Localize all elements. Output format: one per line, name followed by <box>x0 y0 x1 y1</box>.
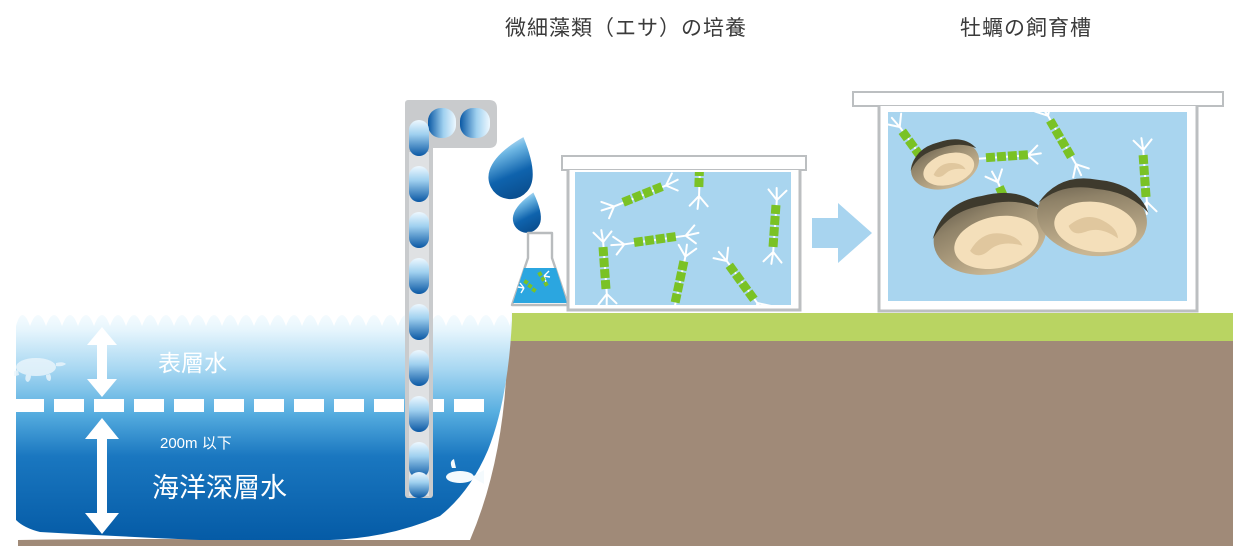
algae-culture-tank <box>561 155 807 312</box>
water-droplet-small-icon <box>512 192 541 233</box>
oyster-icon <box>910 139 980 190</box>
ocean <box>14 305 512 540</box>
oyster-icon <box>1037 178 1149 257</box>
grass-band <box>505 313 1233 341</box>
water-droplet-large-icon <box>488 137 533 200</box>
fish-icon <box>446 459 484 484</box>
oyster-icon <box>932 192 1047 275</box>
surface-depth-arrow-icon <box>87 327 117 397</box>
deep-water-label: 海洋深層水 <box>152 473 287 503</box>
land-mass <box>18 313 1233 546</box>
algae-culture-title: 微細藻類（エサ）の培養 <box>505 17 747 40</box>
turtle-icon <box>14 358 66 382</box>
right-arrow-icon <box>812 203 872 263</box>
depth-note-label: 200m 以下 <box>160 435 232 452</box>
oyster-rearing-tank <box>852 91 1224 313</box>
deep-depth-arrow-icon <box>85 418 119 534</box>
oyster-tank-title: 牡蠣の飼育槽 <box>960 17 1092 40</box>
surface-water-label: 表層水 <box>158 350 227 376</box>
intake-pipe-icon <box>405 100 497 498</box>
wave-crest <box>16 305 512 326</box>
erlenmeyer-flask-icon <box>510 231 570 307</box>
